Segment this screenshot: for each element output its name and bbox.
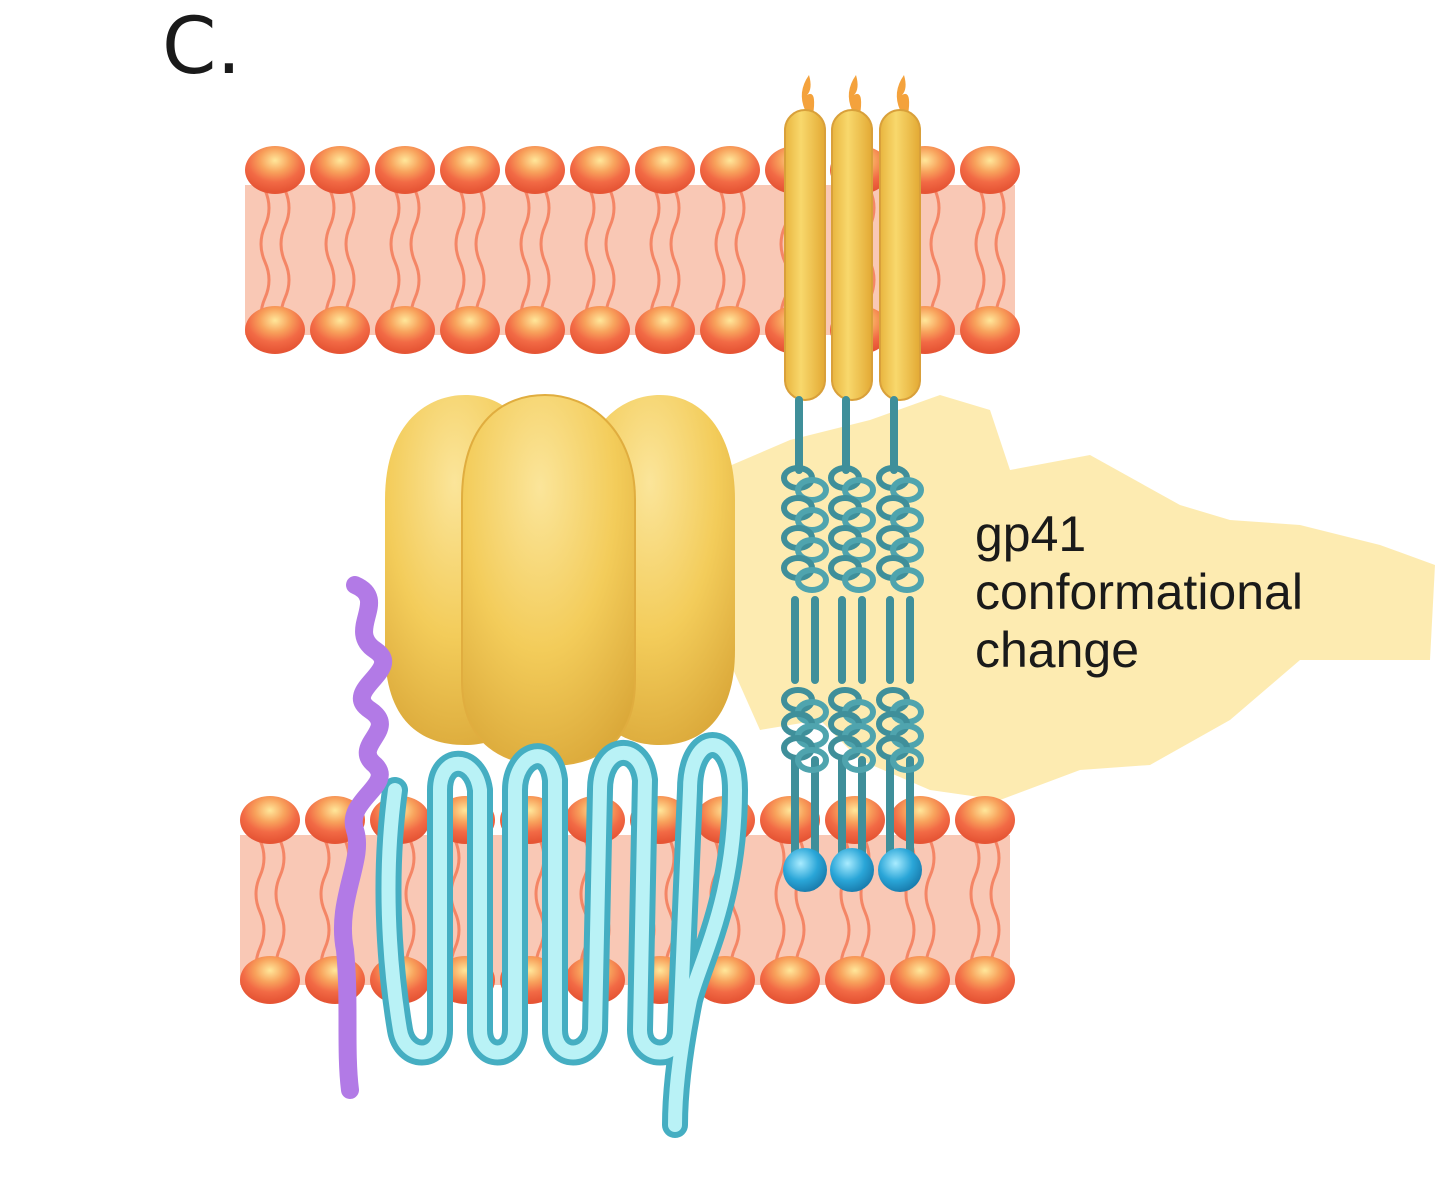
gp41-helix-rod xyxy=(831,109,873,401)
gp41-trimer xyxy=(781,75,924,892)
lipid-head xyxy=(825,956,885,1004)
lipid-head xyxy=(890,796,950,844)
fusion-peptide-tip xyxy=(801,75,815,115)
helical-coil xyxy=(795,747,829,773)
lipid-head xyxy=(890,956,950,1004)
panel-letter: C. xyxy=(162,2,242,92)
lipid-head xyxy=(760,796,820,844)
helical-coil xyxy=(842,537,876,563)
helical-coil xyxy=(795,507,829,533)
lipid-head xyxy=(440,306,500,354)
lipid-head xyxy=(955,796,1015,844)
coreceptor xyxy=(333,576,392,1099)
helical-coil xyxy=(795,477,829,503)
helical-coil xyxy=(842,567,876,593)
gp41-helix-rod xyxy=(784,109,826,401)
annotation-line-2: conformational xyxy=(975,564,1303,620)
gp120-trimer xyxy=(385,393,735,767)
lipid-head xyxy=(245,306,305,354)
helical-coil xyxy=(890,537,924,563)
lipid-head xyxy=(635,146,695,194)
lipid-head xyxy=(240,796,300,844)
helical-coil xyxy=(842,747,876,773)
lipid-head xyxy=(505,306,565,354)
annotation-line-3: change xyxy=(975,622,1140,678)
lipid-head xyxy=(955,956,1015,1004)
gp41-stem xyxy=(791,396,819,864)
fusion-peptide-tip xyxy=(896,75,910,115)
lipid-head xyxy=(375,146,435,194)
lipid-head xyxy=(570,306,630,354)
lipid-head xyxy=(310,146,370,194)
lipid-head xyxy=(570,146,630,194)
helical-coil xyxy=(795,567,829,593)
lipid-head xyxy=(960,146,1020,194)
lipid-head xyxy=(825,796,885,844)
lipid-head xyxy=(960,306,1020,354)
helical-coil xyxy=(890,567,924,593)
gp41-helix-rod xyxy=(879,109,921,401)
membrane-anchor xyxy=(830,848,874,892)
lipid-head xyxy=(635,306,695,354)
helical-coil xyxy=(890,477,924,503)
gp41-stem xyxy=(886,396,914,864)
helical-coil xyxy=(842,507,876,533)
membrane-anchor xyxy=(783,848,827,892)
lipid-head xyxy=(310,306,370,354)
helical-coil xyxy=(890,747,924,773)
gp41-annotation: gp41 conformational change xyxy=(975,505,1415,679)
cd4-receptor-highlight xyxy=(381,738,742,1132)
lipid-head xyxy=(700,306,760,354)
lipid-head xyxy=(375,306,435,354)
helical-coil xyxy=(842,477,876,503)
helical-coil xyxy=(890,507,924,533)
lipid-head xyxy=(700,146,760,194)
fusion-peptide-tip xyxy=(848,75,862,115)
lipid-head xyxy=(240,956,300,1004)
lipid-head xyxy=(245,146,305,194)
lipid-head xyxy=(760,956,820,1004)
lipid-head xyxy=(505,146,565,194)
annotation-line-1: gp41 xyxy=(975,506,1087,562)
gp41-stem xyxy=(838,396,866,864)
helical-coil xyxy=(795,537,829,563)
membrane-anchor xyxy=(878,848,922,892)
lipid-head xyxy=(440,146,500,194)
